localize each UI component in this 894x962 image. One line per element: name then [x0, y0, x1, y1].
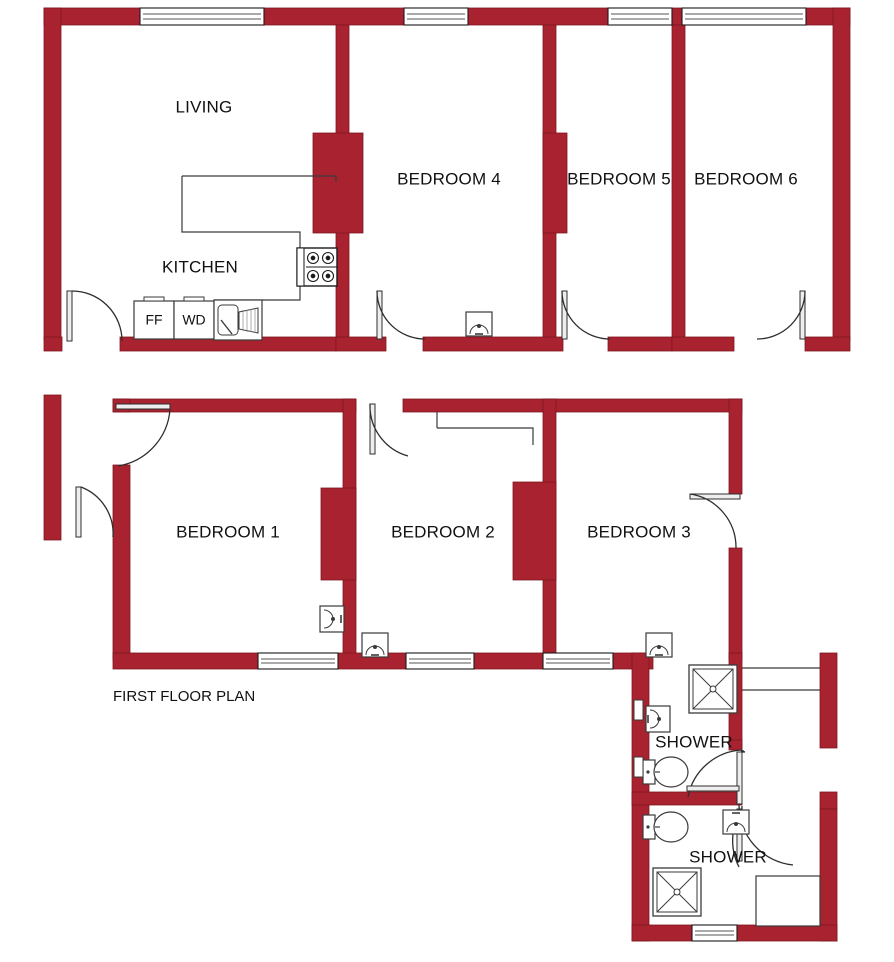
room-label-shower-upper: SHOWER [655, 732, 733, 751]
wall-upper-bot-a [43, 336, 63, 352]
room-label-bedroom-6: BEDROOM 6 [694, 169, 798, 188]
pier-shower-upper-door [728, 739, 743, 751]
closet-upper-bath [742, 667, 820, 691]
window-bottom-bedroom1 [257, 652, 339, 670]
wall-lower-bot-a [112, 652, 259, 670]
wall-right-upper [832, 7, 851, 341]
wall-shower-divider [631, 791, 743, 806]
window-top-living [139, 7, 265, 26]
wardrobe-bedroom2 [436, 412, 534, 445]
wall-top-4 [671, 7, 683, 26]
window-bottom-bedroom2 [405, 652, 475, 670]
room-label-bedroom-5: BEDROOM 5 [567, 169, 671, 188]
wall-bath-right-c [819, 808, 838, 942]
window-top-bedroom4 [403, 7, 469, 26]
wall-upper-bot-e [607, 336, 673, 352]
door-bedroom4 [376, 290, 426, 340]
pier-bedroom5-left [542, 132, 568, 234]
wall-bath-right-b [819, 791, 838, 810]
door-bedroom6 [756, 290, 806, 340]
basin-bedroom4-icon [465, 311, 493, 337]
closet-lower-bath [755, 875, 821, 927]
fixture-group [133, 175, 821, 927]
pier-bedroom4-left [312, 132, 364, 234]
toilet-lower-icon [642, 811, 689, 843]
wall-top-2 [263, 7, 405, 26]
appliance-label-wd: WD [182, 312, 205, 328]
wall-part-bed5-bed6 [671, 24, 686, 338]
wall-left-lower-stub [43, 394, 62, 541]
appliance-label-ff: FF [145, 312, 162, 328]
kitchen-sink-icon [213, 299, 263, 341]
door-kitchen [66, 290, 123, 342]
room-label-living: LIVING [176, 97, 233, 116]
door-shower-upper [686, 749, 746, 805]
wall-top-3 [467, 7, 609, 26]
room-label-bedroom-4: BEDROOM 4 [397, 169, 501, 188]
room-label-bedroom-3: BEDROOM 3 [587, 522, 691, 541]
room-label-bedroom-2: BEDROOM 2 [391, 522, 495, 541]
cooker-hob-icon [296, 247, 338, 287]
pier-bedroom3-left [512, 481, 557, 581]
appliance-fridge-freezer [133, 296, 175, 340]
appliance-washer-dryer [173, 296, 215, 340]
room-label-shower-lower: SHOWER [689, 847, 767, 866]
wall-left-upper [43, 7, 62, 341]
wall-bed1-left [112, 464, 131, 661]
door-bedroom2 [369, 403, 409, 457]
door-bedroom1 [115, 403, 171, 467]
wall-group [43, 7, 851, 942]
room-label-kitchen: KITCHEN [162, 257, 238, 276]
wall-lower-top-b [402, 398, 743, 413]
window-top-bedroom5 [607, 7, 673, 26]
basin-bedroom1-icon [319, 605, 345, 633]
wall-upper-bot-f [671, 336, 735, 352]
basin-bedroom2-icon [361, 632, 389, 658]
window-top-bedroom6 [681, 7, 807, 26]
wall-lower-bot-c [473, 652, 544, 670]
shower-tray-upper-icon [688, 664, 738, 714]
pier-bedroom1-right [320, 487, 357, 581]
label-group: LIVING KITCHEN BEDROOM 4 BEDROOM 5 BEDRO… [113, 97, 798, 866]
wall-upper-bot-c [335, 336, 387, 352]
window-bottom-bedroom3 [542, 652, 614, 670]
wall-bed3-right-lower [728, 547, 743, 661]
shower-tray-lower-icon [652, 867, 702, 917]
wall-slot-marks [633, 699, 644, 778]
wall-bath-right-a [819, 652, 838, 749]
window-group [139, 7, 807, 942]
door-corridor-left [75, 486, 114, 538]
basin-shower-upper-icon [645, 705, 671, 733]
door-bedroom3 [689, 493, 741, 549]
wall-bed3-right-upper [728, 398, 743, 495]
wall-bath-bot-b [736, 924, 838, 942]
window-bathroom-bottom [691, 924, 738, 942]
plan-title: FIRST FLOOR PLAN [113, 688, 255, 705]
toilet-upper-icon [642, 756, 689, 788]
wall-upper-bot-d [422, 336, 564, 352]
room-label-bedroom-1: BEDROOM 1 [176, 522, 280, 541]
wall-upper-bot-g [804, 336, 851, 352]
wall-bath-bot-a [631, 924, 693, 942]
basin-shower-lower-icon [722, 809, 750, 835]
basin-bedroom3-icon [645, 632, 673, 658]
door-bedroom5 [561, 290, 611, 340]
